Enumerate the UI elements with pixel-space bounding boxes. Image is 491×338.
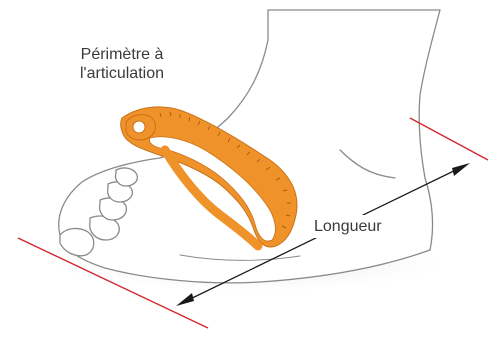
circumference-label: Périmètre à l'articulation xyxy=(80,45,164,83)
circumference-label-line1: Périmètre à xyxy=(80,45,164,64)
length-label: Longueur xyxy=(310,215,386,238)
circumference-label-line2: l'articulation xyxy=(80,64,164,83)
